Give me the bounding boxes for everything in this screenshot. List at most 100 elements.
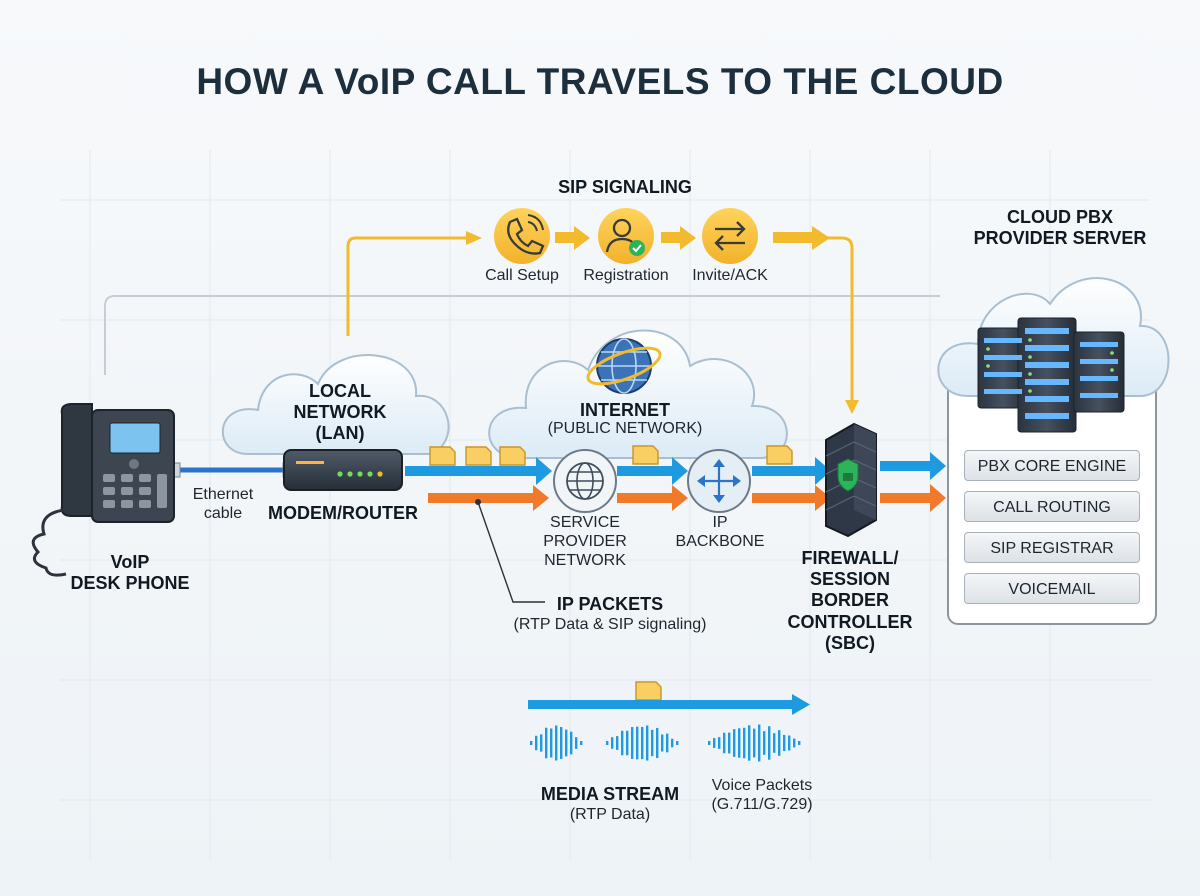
media-flow-arrows — [405, 452, 946, 485]
pbx-component-sip-registrar: SIP REGISTRAR — [964, 532, 1140, 563]
phone-label-line: VoIP — [110, 552, 150, 572]
page-title: HOW A VoIP CALL TRAVELS TO THE CLOUD — [196, 61, 1004, 102]
server-rack-icon — [977, 317, 1125, 433]
router-node-icon — [687, 449, 751, 513]
lan-label: LOCAL NETWORK (LAN) — [280, 381, 400, 445]
data-flow-arrows — [428, 484, 946, 512]
waveform-bar — [666, 733, 669, 753]
waveform-bar — [575, 737, 578, 749]
waveform-bar — [611, 737, 614, 749]
swap-arrows-icon — [702, 208, 758, 264]
lan-cloud — [222, 354, 450, 455]
phone-label: VoIP DESK PHONE — [40, 552, 220, 594]
user-check-icon — [598, 208, 654, 264]
waveform-bar — [778, 730, 781, 756]
waveform-bar — [763, 731, 766, 755]
firewall-label-line: FIREWALL/ — [801, 548, 899, 568]
spn-label-line: NETWORK — [544, 551, 626, 569]
waveform-bar — [671, 738, 674, 748]
service-provider-label: SERVICE PROVIDER NETWORK — [525, 514, 645, 571]
cloud-pbx-heading: CLOUD PBX PROVIDER SERVER — [960, 207, 1160, 249]
connection-path — [104, 295, 940, 375]
router-label: MODEM/ROUTER — [268, 503, 418, 523]
waveform-bar — [535, 735, 538, 751]
waveform-bar — [738, 728, 741, 758]
waveform-bar — [798, 741, 801, 745]
waveform-bar — [768, 726, 771, 760]
waveform-bar — [733, 729, 736, 757]
waveform-bar — [661, 734, 664, 752]
waveform-bar — [641, 726, 644, 760]
waveform-bar — [540, 734, 543, 752]
waveform-bar — [773, 733, 776, 753]
firewall-label-line: (SBC) — [825, 632, 875, 653]
waveform-bar — [656, 727, 659, 759]
media-stream-subtitle: (RTP Data) — [569, 806, 651, 823]
network-globe-icon — [553, 449, 617, 513]
waveform-bar — [758, 724, 761, 762]
firewall-label-line: BORDER — [810, 590, 889, 611]
waveform-bar — [651, 729, 654, 757]
waveform-bar — [636, 726, 639, 760]
waveform-bar — [753, 728, 756, 758]
router-icon — [283, 449, 403, 491]
waveform-bar — [676, 741, 679, 745]
firewall-label: FIREWALL/ SESSION BORDER CONTROLLER (SBC… — [770, 548, 930, 654]
waveform-bar — [580, 741, 583, 745]
waveform-bar — [631, 727, 634, 759]
packet-icons — [429, 445, 793, 701]
voice-waveform-icon — [530, 724, 801, 762]
backbone-label: IP BACKBONE — [660, 514, 780, 552]
waveform-bar — [616, 736, 619, 750]
pbx-component-core-engine: PBX CORE ENGINE — [964, 450, 1140, 481]
firewall-icon — [825, 422, 877, 538]
waveform-bar — [783, 734, 786, 752]
voice-packets-line: (G.711/G.729) — [711, 795, 813, 813]
pbx-component-voicemail: VOICEMAIL — [964, 573, 1140, 604]
sip-step-arrows — [555, 226, 830, 250]
lan-label-line: NETWORK — [293, 402, 387, 423]
waveform-bar — [743, 727, 746, 759]
internet-subtitle: (PUBLIC NETWORK) — [547, 420, 703, 437]
backbone-label-line: BACKBONE — [675, 532, 765, 550]
sip-step-label: Registration — [583, 267, 669, 284]
media-stream-title: MEDIA STREAM — [540, 784, 680, 804]
ip-packets-subtitle: (RTP Data & SIP signaling) — [513, 616, 707, 633]
waveform-bar — [606, 741, 609, 745]
waveform-bar — [728, 732, 731, 754]
firewall-label-line: CONTROLLER — [787, 611, 913, 632]
voice-packets-label: Voice Packets (G.711/G.729) — [692, 777, 832, 815]
waveform-bar — [718, 737, 721, 749]
firewall-label-line: SESSION — [809, 569, 891, 590]
waveform-bar — [550, 728, 553, 758]
cloud-pbx-heading-line: PROVIDER SERVER — [973, 228, 1147, 249]
waveform-bar — [788, 735, 791, 751]
cable-label-line: Ethernet — [192, 486, 254, 503]
waveform-bar — [793, 738, 796, 748]
cable-label: Ethernet cable — [178, 486, 268, 524]
sip-step-label: Call Setup — [485, 267, 559, 284]
waveform-bar — [713, 738, 716, 748]
waveform-bar — [560, 727, 563, 759]
waveform-bar — [621, 730, 624, 756]
waveform-bar — [723, 732, 726, 754]
waveform-bar — [555, 725, 558, 761]
cable-label-line: cable — [203, 504, 243, 522]
sip-signaling-arrowheads — [466, 231, 859, 414]
lan-label-line: (LAN) — [315, 423, 365, 444]
waveform-bar — [626, 730, 629, 756]
waveform-bar — [708, 741, 711, 745]
waveform-bar — [565, 729, 568, 757]
ip-packets-title: IP PACKETS — [556, 594, 664, 614]
backbone-label-line: IP — [712, 514, 728, 531]
internet-title: INTERNET — [580, 400, 670, 420]
sip-step-label: Invite/ACK — [692, 267, 768, 284]
waveform-bar — [530, 741, 533, 745]
phone-icon — [494, 208, 550, 264]
waveform-bar — [570, 731, 573, 755]
waveform-bar — [545, 727, 548, 759]
media-stream-arrow — [528, 694, 810, 715]
globe-icon — [586, 338, 662, 394]
sip-signaling-path — [346, 236, 854, 402]
